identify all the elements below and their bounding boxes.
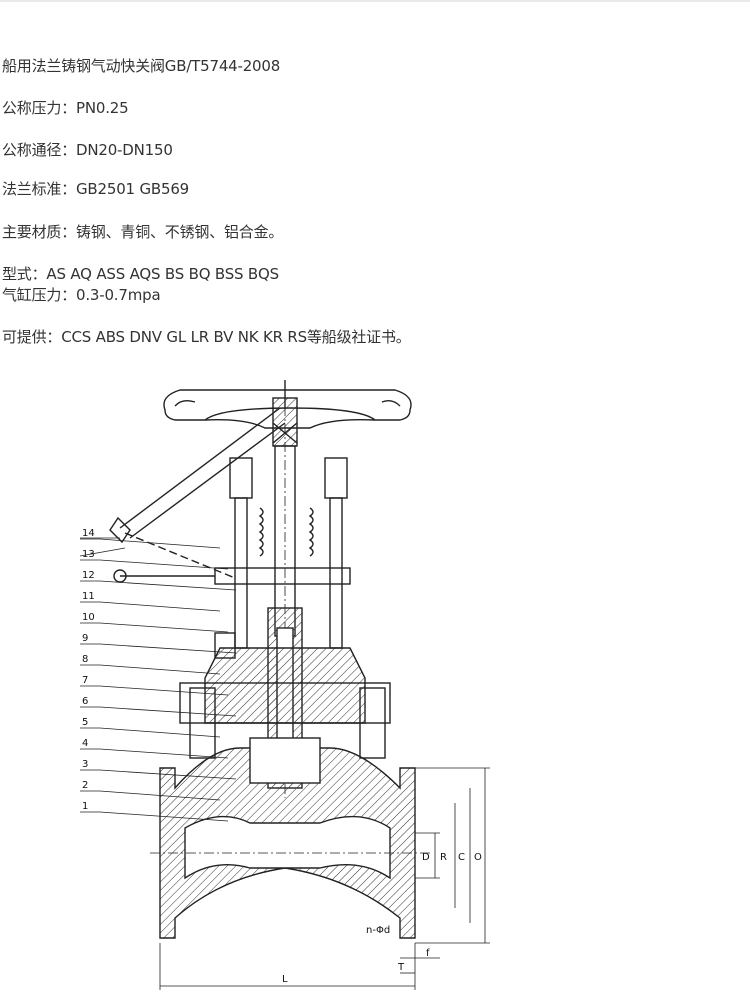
callout-14: 14 (82, 528, 95, 539)
callout-leader (99, 748, 229, 759)
callout-5: 5 (82, 717, 88, 728)
dim-C: C (458, 852, 465, 863)
callout-leader (99, 727, 221, 738)
callout-3: 3 (82, 759, 88, 770)
callout-8: 8 (82, 654, 88, 665)
callout-7: 7 (82, 675, 88, 686)
callout-leader (99, 601, 221, 612)
callout-9: 9 (82, 633, 88, 644)
dim-f: f (426, 948, 430, 959)
callout-10: 10 (82, 612, 95, 623)
nominal-pressure: 公称压力：PN0.25 (2, 99, 129, 117)
valve-technical-drawing: 14 13 12 11 10 9 8 7 6 5 4 3 2 1 D R C O n-Φd T f L (79, 380, 490, 990)
callout-leader (99, 811, 229, 822)
certificates: 可提供：CCS ABS DNV GL LR BV NK KR RS等船级社证书。 (2, 328, 411, 346)
dim-D: D (422, 852, 430, 863)
product-title: 船用法兰铸钢气动快关阀GB/T5744-2008 (2, 57, 281, 75)
dim-O: O (474, 852, 482, 863)
nominal-diameter: 公称通径：DN20-DN150 (2, 141, 173, 159)
callout-leader (99, 790, 221, 801)
cylinder-pressure: 气缸压力：0.3-0.7mpa (2, 286, 161, 304)
main-material: 主要材质：铸钢、青铜、不锈钢、铝合金。 (2, 223, 284, 241)
dim-n-phi-d: n-Φd (366, 925, 390, 936)
callout-11: 11 (82, 591, 95, 602)
lever-arm (109, 407, 286, 579)
dimension-labels: D R C O n-Φd T f L (282, 852, 482, 985)
dim-L: L (282, 974, 288, 985)
bonnet (179, 632, 391, 759)
callout-leader (99, 643, 237, 654)
part-number-callouts: 14 13 12 11 10 9 8 7 6 5 4 3 2 1 (80, 528, 237, 822)
callout-12: 12 (82, 570, 95, 581)
model-types: 型式：AS AQ ASS AQS BS BQ BSS BQS (2, 265, 279, 283)
callout-leader (99, 622, 229, 633)
callout-2: 2 (82, 780, 88, 791)
callout-leader (99, 580, 237, 591)
callout-leader (99, 706, 237, 717)
valve-body (150, 737, 430, 939)
callout-leader (99, 664, 221, 675)
dimension-lines (79, 537, 490, 990)
flange-standard: 法兰标准：GB2501 GB569 (2, 180, 190, 198)
callout-leader (99, 538, 221, 549)
callout-4: 4 (82, 738, 88, 749)
callout-leader (99, 769, 237, 780)
callout-13: 13 (82, 549, 95, 560)
top-divider (0, 0, 750, 2)
callout-leader (99, 685, 229, 696)
callout-6: 6 (82, 696, 88, 707)
pillar-bolts (113, 457, 351, 649)
callout-1: 1 (82, 801, 88, 812)
dim-R: R (440, 852, 447, 863)
stem-assembly (267, 388, 303, 798)
callout-leader (99, 559, 229, 570)
dim-T: T (397, 962, 405, 973)
